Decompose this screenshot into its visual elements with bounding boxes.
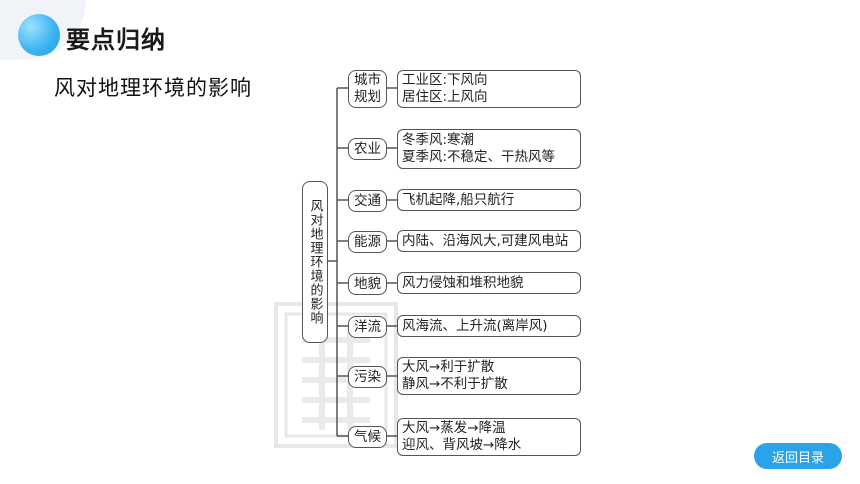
detail-agriculture: 冬季风:寒潮 夏季风:不稳定、干热风等 xyxy=(397,129,581,169)
detail-line: 迎风、背风坡→降水 xyxy=(402,437,522,453)
category-label: 气候 xyxy=(354,428,381,445)
category-label: 污染 xyxy=(354,368,381,385)
back-to-contents-button[interactable]: 返回目录 xyxy=(754,443,842,469)
root-label: 风对地理环境的影响 xyxy=(307,199,323,325)
category-ocean-current: 洋流 xyxy=(348,316,387,338)
category-urban-planning: 城市规划 xyxy=(348,70,387,108)
detail-line: 大风→蒸发→降温 xyxy=(402,420,506,436)
detail-line: 风海流、上升流(离岸风) xyxy=(402,317,548,334)
category-label: 洋流 xyxy=(354,318,381,335)
category-climate: 气候 xyxy=(348,426,387,448)
category-label: 能源 xyxy=(354,233,381,250)
category-agriculture: 农业 xyxy=(348,138,387,160)
section-title: 要点归纳 xyxy=(66,26,166,54)
category-pollution: 污染 xyxy=(348,366,387,388)
detail-line: 居住区:上风向 xyxy=(402,89,488,105)
detail-line: 飞机起降,船只航行 xyxy=(402,191,515,208)
detail-line: 冬季风:寒潮 xyxy=(402,132,475,148)
category-label: 交通 xyxy=(354,192,381,209)
detail-line: 大风→利于扩散 xyxy=(402,359,495,375)
detail-line: 夏季风:不稳定、干热风等 xyxy=(402,149,556,165)
header-circle-icon xyxy=(18,14,60,56)
detail-pollution: 大风→利于扩散 静风→不利于扩散 xyxy=(397,357,581,395)
detail-energy: 内陆、沿海风大,可建风电站 xyxy=(397,230,581,252)
detail-line: 内陆、沿海风大,可建风电站 xyxy=(402,232,569,249)
detail-climate: 大风→蒸发→降温 迎风、背风坡→降水 xyxy=(397,418,581,456)
root-node: 风对地理环境的影响 xyxy=(302,181,328,343)
category-energy: 能源 xyxy=(348,231,387,253)
detail-urban-planning: 工业区:下风向 居住区:上风向 xyxy=(397,70,581,108)
detail-transport: 飞机起降,船只航行 xyxy=(397,189,581,211)
detail-line: 工业区:下风向 xyxy=(402,72,488,88)
detail-ocean-current: 风海流、上升流(离岸风) xyxy=(397,315,581,337)
category-landform: 地貌 xyxy=(348,273,387,295)
subtitle: 风对地理环境的影响 xyxy=(54,76,252,100)
detail-line: 静风→不利于扩散 xyxy=(402,376,508,392)
category-transport: 交通 xyxy=(348,190,387,212)
category-label: 地貌 xyxy=(354,275,381,292)
category-label: 农业 xyxy=(354,140,381,157)
detail-landform: 风力侵蚀和堆积地貌 xyxy=(397,272,581,294)
detail-line: 风力侵蚀和堆积地貌 xyxy=(402,274,524,291)
category-label: 城市规划 xyxy=(354,72,381,105)
